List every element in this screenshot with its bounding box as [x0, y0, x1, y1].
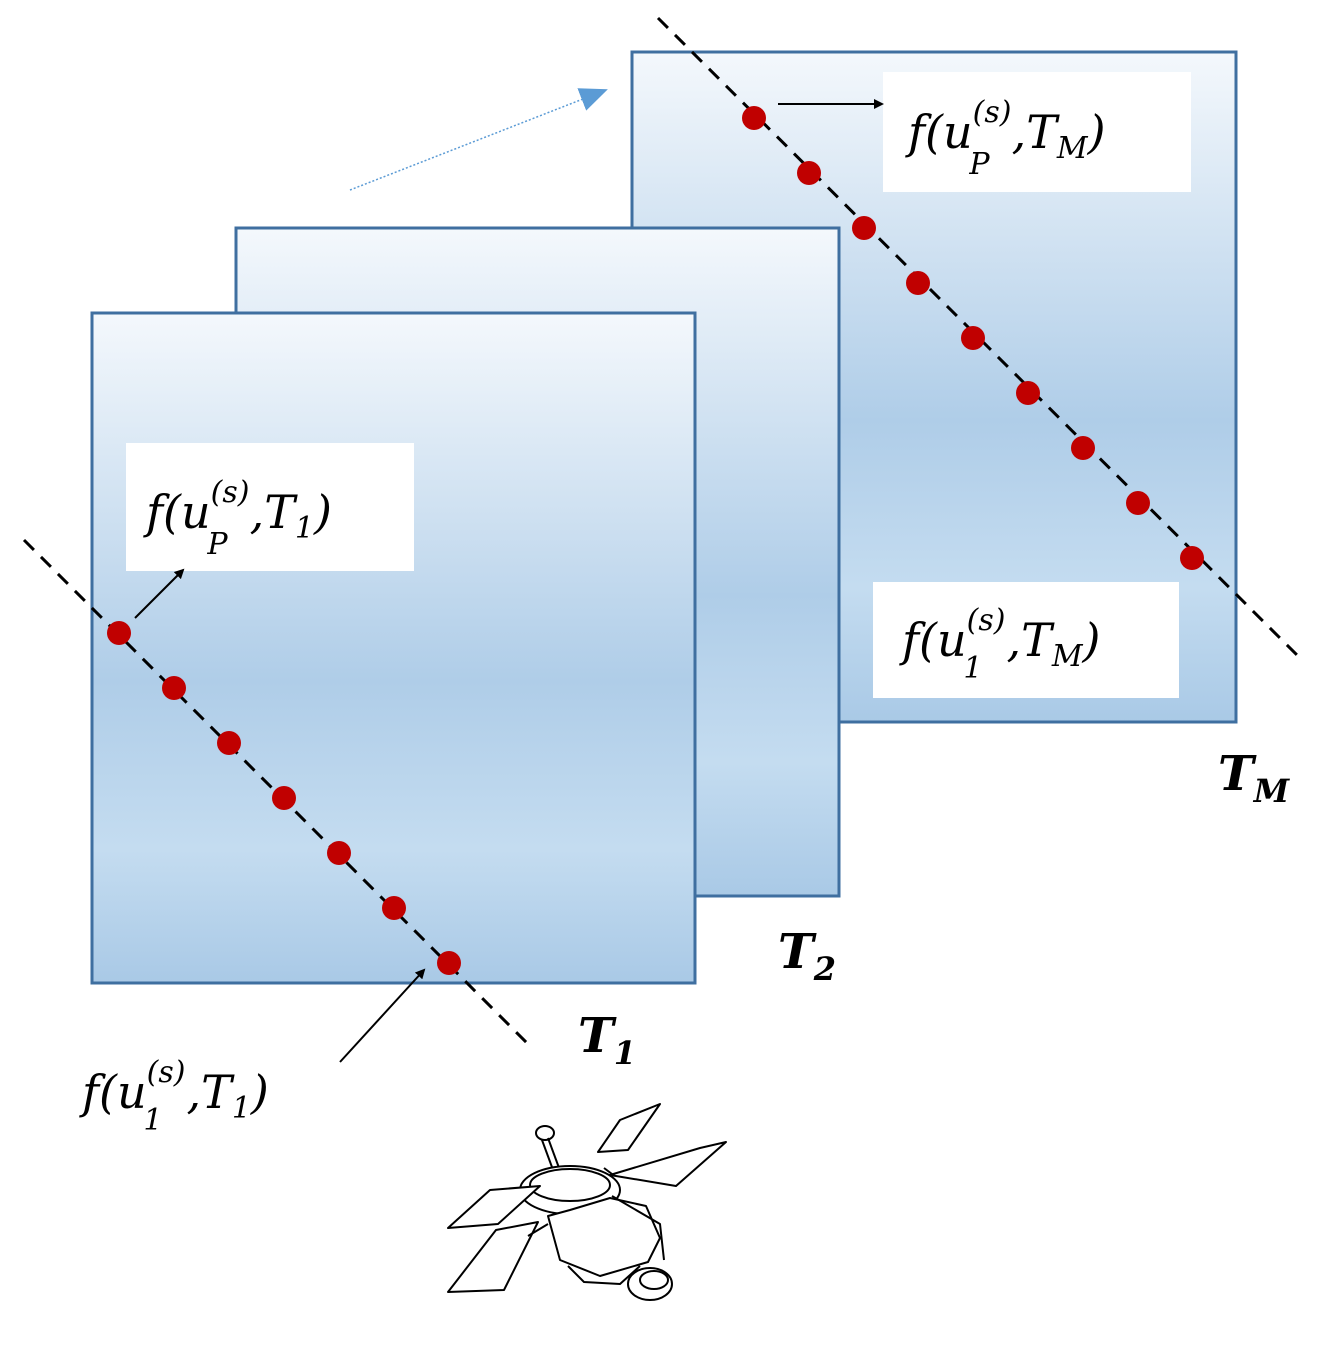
sample-point: [327, 841, 351, 865]
sample-point: [1180, 546, 1204, 570]
sample-points-tm: [742, 106, 1204, 570]
sample-point: [1016, 381, 1040, 405]
sample-point: [162, 676, 186, 700]
frame-t1: [90, 311, 697, 985]
sample-point: [382, 896, 406, 920]
frame-label-t1: T1: [578, 1008, 636, 1072]
sample-point: [1126, 491, 1150, 515]
formula-u1-tm: f(u(s)1,TM): [899, 603, 1101, 686]
sample-point: [961, 326, 985, 350]
label-box-up-tm: [883, 72, 1191, 192]
sample-points-t1: [107, 621, 461, 975]
sample-point: [906, 271, 930, 295]
sample-point: [437, 951, 461, 975]
sample-point: [797, 161, 821, 185]
arrow-u1-t1: [339, 968, 426, 1063]
label-box-u1-tm: [873, 582, 1179, 698]
sample-point: [272, 786, 296, 810]
frame-label-tm: TM: [1218, 746, 1291, 810]
sample-point: [107, 621, 131, 645]
sample-point: [852, 216, 876, 240]
formula-up-tm: f(u(s)P,TM): [905, 95, 1106, 182]
arrow-up-t1: [134, 568, 185, 619]
sample-point: [217, 731, 241, 755]
formula-u1-t1: f(u(s)1,T1): [79, 1055, 269, 1138]
frame-label-t2: T2: [778, 924, 836, 988]
sample-point: [1071, 436, 1095, 460]
time-progression-arrow: [349, 88, 608, 191]
sample-point: [742, 106, 766, 130]
label-box-up-t1: [126, 443, 414, 571]
satellite-icon: [447, 1103, 727, 1301]
frame-t1-panel: [90, 311, 697, 985]
formula-up-t1: f(u(s)P,T1): [143, 475, 332, 562]
